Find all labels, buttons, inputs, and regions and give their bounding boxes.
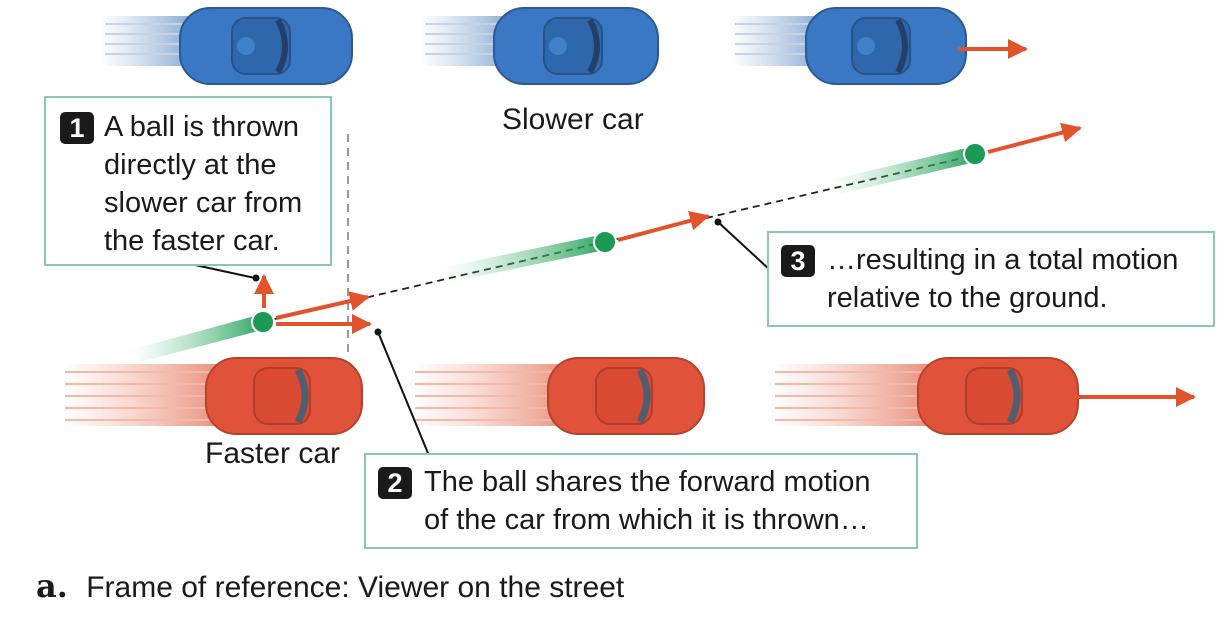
callout-3: 3 …resulting in a total motion relative … (767, 231, 1215, 327)
ball-trail-2 (440, 234, 605, 282)
step-badge-3: 3 (781, 245, 815, 277)
caption-text: Frame of reference: Viewer on the street (86, 571, 625, 604)
callout-3-text: …resulting in a total motion relative to… (827, 244, 1179, 314)
motion-blur-lines (100, 16, 190, 66)
ball-3 (963, 142, 987, 166)
ball-total-arrow-1 (275, 291, 370, 320)
ball-trail-1 (130, 314, 262, 362)
fast-car-3 (770, 357, 1079, 435)
callout-2: 2 The ball shares the forward motion of … (364, 453, 918, 549)
ball-1 (251, 310, 275, 334)
fast-car-2 (410, 357, 705, 435)
ball-2 (593, 230, 617, 254)
leader-line-3 (714, 218, 771, 271)
step-badge-2: 2 (378, 467, 412, 499)
fast-car-1 (60, 357, 363, 435)
ball-total-arrow-3 (987, 122, 1082, 154)
callout-1-text: A ball is thrown directly at the slower … (104, 111, 303, 257)
slower-car-label: Slower car (502, 103, 644, 136)
slow-car-2 (420, 7, 659, 85)
leader-line-1 (194, 264, 260, 282)
caption-letter: a. (36, 567, 68, 605)
callout-1: 1 A ball is thrown directly at the slowe… (44, 96, 332, 266)
callout-2-text: The ball shares the forward motion of th… (424, 466, 871, 536)
ball-total-arrow-2 (617, 210, 710, 242)
step-badge-1: 1 (60, 112, 94, 144)
ball-trail-3 (830, 146, 975, 194)
slow-car-3 (730, 7, 967, 85)
leader-line-2 (374, 328, 431, 459)
slow-car-1 (100, 7, 353, 85)
figure-caption: a. Frame of reference: Viewer on the str… (36, 568, 624, 606)
faster-car-label: Faster car (205, 437, 341, 470)
